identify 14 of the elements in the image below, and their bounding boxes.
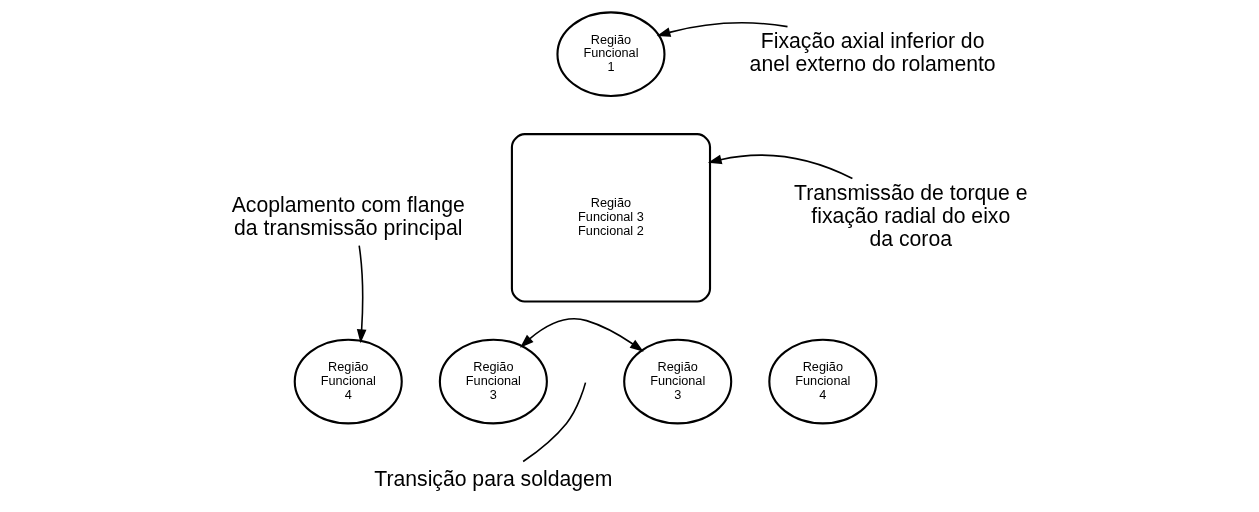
arrow: [356, 244, 367, 344]
node-ellipse: Região Funcional 4: [768, 338, 878, 425]
node-ellipse: Região Funcional 1: [556, 11, 666, 98]
node-text: Transição para soldagem: [374, 466, 613, 490]
node-text: Transmissão de torque e fixação radial do eixo da coroa: [794, 180, 1028, 251]
connector: [522, 381, 587, 463]
node-text: Fixação axial inferior do anel externo do rolamento: [749, 28, 996, 76]
node-ellipse: Região Funcional 3: [438, 338, 548, 425]
arrow: [656, 22, 789, 37]
arrow: [707, 154, 854, 180]
node-ellipse: Região Funcional 4: [293, 338, 403, 425]
arrow: [520, 318, 644, 352]
node-box: Região Funcional 3 Funcional 2: [510, 133, 712, 303]
node-text: Acoplamento com flange da transmissão principal: [231, 192, 465, 239]
